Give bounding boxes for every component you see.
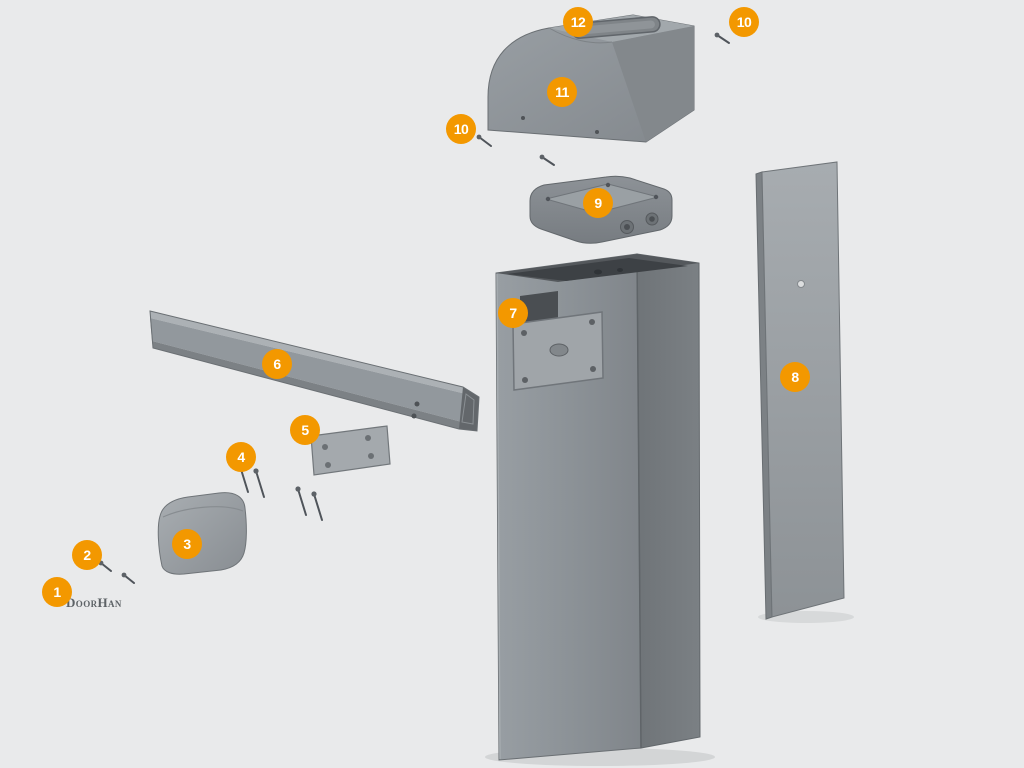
part-mounting-plate [310, 425, 391, 476]
callout-badge-3: 3 [172, 529, 202, 559]
cap-top-seam [162, 506, 244, 518]
screw-head [295, 486, 301, 492]
arm-mid-face [150, 318, 466, 422]
part-top-cover [487, 14, 695, 143]
bracket-bolt [521, 330, 527, 336]
post-top-interior [507, 258, 688, 281]
cap-body [157, 492, 247, 575]
screw-shaft [255, 470, 265, 498]
screw-head [253, 468, 259, 474]
box-screw [605, 182, 611, 188]
callout-badge-2: 2 [72, 540, 102, 570]
callout-badge-12: 12 [563, 7, 593, 37]
callout-badge-11: 11 [547, 77, 577, 107]
interior-hole [617, 268, 623, 272]
screw-shaft [297, 488, 307, 516]
cover-face-seam [548, 27, 613, 44]
panel-hole [797, 280, 805, 288]
screw-head [476, 134, 482, 140]
callout-badge-6: 6 [262, 349, 292, 379]
box-knockout-center [624, 224, 630, 230]
bracket-bolt [522, 377, 528, 383]
part-boom-arm [149, 310, 480, 432]
brand-logo: DoorHan [66, 595, 122, 610]
part-back-panel [755, 161, 854, 623]
part-end-cap [157, 492, 247, 575]
screw-shaft [313, 493, 323, 521]
plate-face [310, 425, 391, 476]
callout-badge-5: 5 [290, 415, 320, 445]
bracket-hole [549, 343, 569, 357]
cover-handle-inner [577, 20, 655, 35]
callout-badge-7: 7 [498, 298, 528, 328]
post-corner-edge [636, 253, 642, 749]
callout-badge-1: 1 [42, 577, 72, 607]
cover-screw-hole [595, 130, 599, 134]
screw-head [714, 32, 720, 38]
post-side-face [636, 253, 701, 749]
screw-shaft [716, 34, 730, 44]
post-left-highlight [496, 273, 501, 760]
arm-end-profile [461, 393, 475, 425]
bracket-bolt [589, 319, 595, 325]
screw-head [311, 491, 317, 497]
interior-hole [594, 269, 602, 275]
screw-shaft [541, 156, 555, 166]
screw-head [121, 572, 127, 578]
cover-side-face [612, 26, 694, 142]
callout-badge-4: 4 [226, 442, 256, 472]
callout-badge-8: 8 [780, 362, 810, 392]
box-screw [545, 196, 551, 202]
arm-outline [149, 310, 480, 432]
arm-end-face [459, 387, 479, 431]
arm-top-chamfer [150, 311, 466, 394]
box-screw [653, 194, 659, 200]
plate-hole [368, 453, 374, 459]
part-main-post [485, 253, 715, 766]
arm-hole [414, 401, 420, 407]
screw-shaft [478, 136, 492, 147]
plate-hole [322, 444, 328, 450]
box-knockout-center [649, 216, 655, 222]
callout-badge-10: 10 [446, 114, 476, 144]
plate-hole [325, 462, 331, 468]
arm-bottom-chamfer [152, 341, 462, 429]
callout-badge-10: 10 [729, 7, 759, 37]
bracket-bolt [590, 366, 596, 372]
callout-badge-9: 9 [583, 188, 613, 218]
arm-hole [411, 413, 417, 419]
screw-head [539, 154, 545, 160]
cover-screw-hole [521, 116, 525, 120]
plate-hole [365, 435, 371, 441]
